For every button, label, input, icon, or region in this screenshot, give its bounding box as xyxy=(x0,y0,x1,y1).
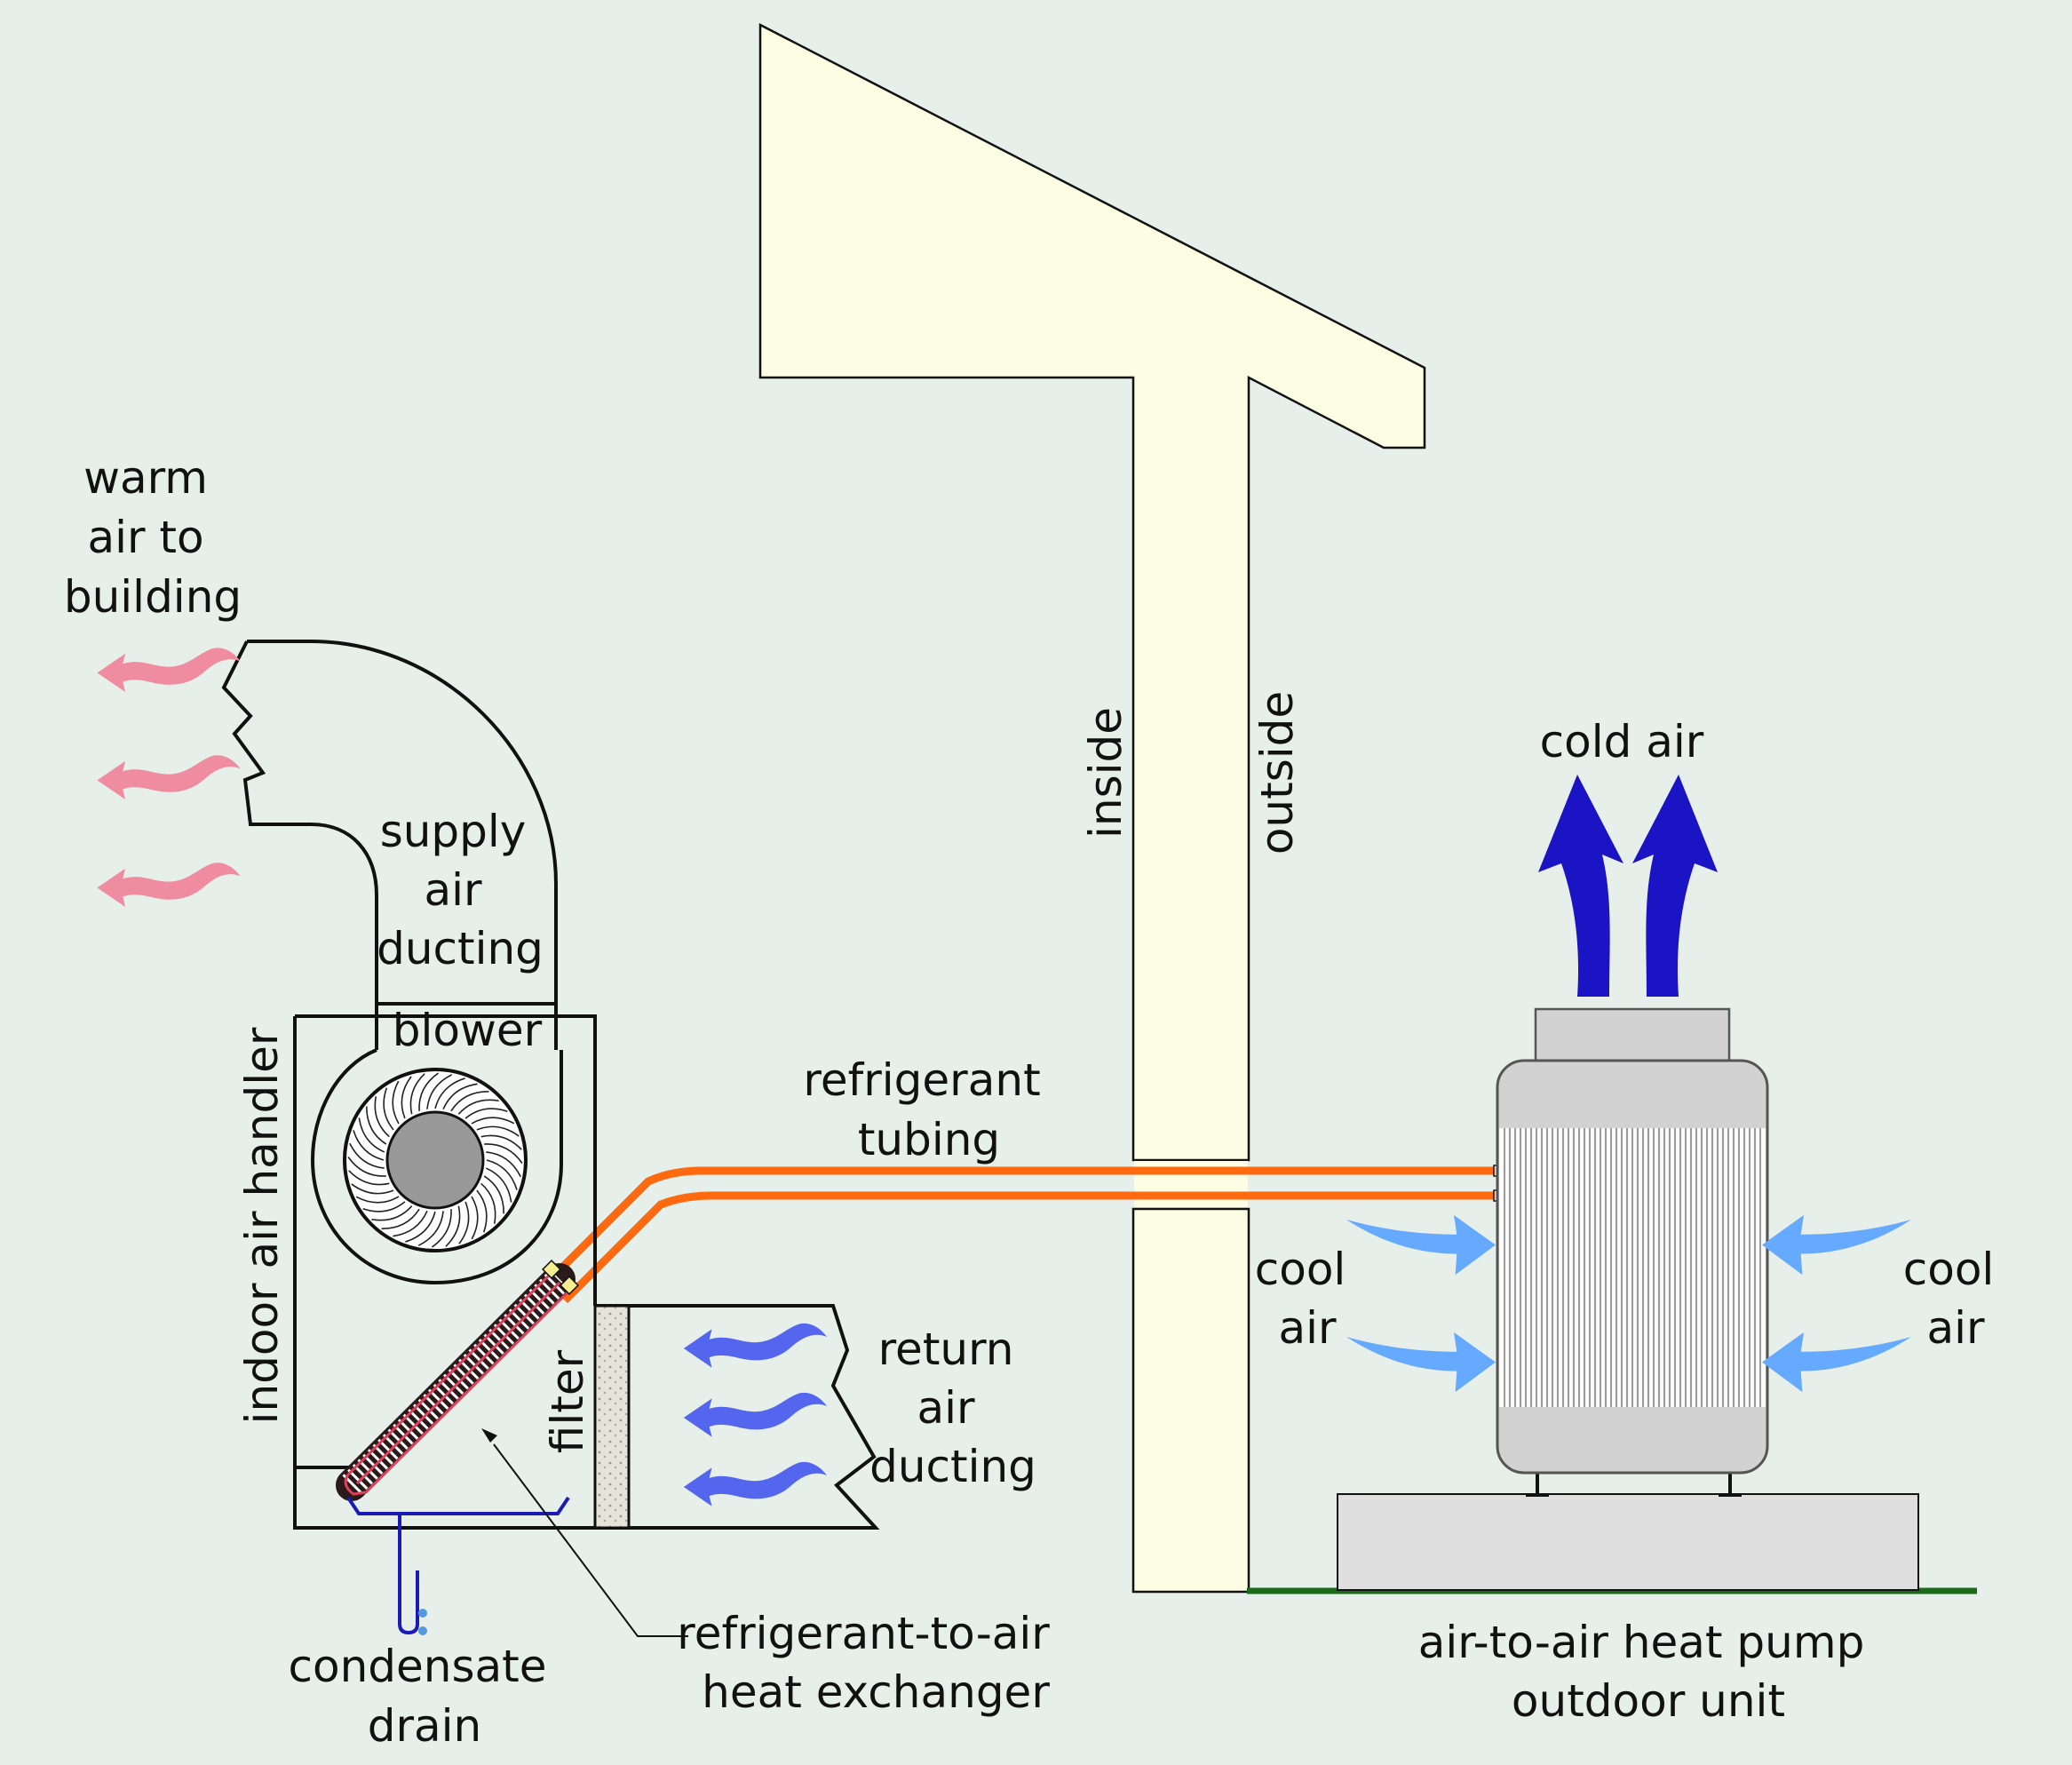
blower-blade xyxy=(393,1210,428,1237)
blower-blade xyxy=(486,1159,518,1190)
blower-blade xyxy=(464,1108,508,1119)
blower-blade xyxy=(405,1211,436,1243)
blower-blade xyxy=(348,1170,390,1186)
fan-top xyxy=(1534,1007,1731,1062)
warm-air-arrow-icon xyxy=(97,755,241,799)
filter-label: filter xyxy=(542,1349,593,1453)
cool-air-arrow-icon xyxy=(1346,1332,1496,1393)
blower-blade xyxy=(485,1167,512,1203)
outside-label: outside xyxy=(1251,691,1303,855)
blower-blade xyxy=(432,1209,452,1248)
supply-duct-label: supply air ducting xyxy=(377,806,544,974)
blower-blade xyxy=(371,1205,413,1221)
outdoor-unit xyxy=(1337,1007,1919,1591)
blower-label: blower xyxy=(393,1005,543,1056)
indoor-air-handler xyxy=(221,640,880,1637)
blower-blade xyxy=(476,1189,488,1233)
blower-hub xyxy=(385,1110,485,1210)
blower-housing xyxy=(310,1048,563,1285)
pointer-arrowhead xyxy=(481,1428,497,1443)
blower-blade xyxy=(471,1196,479,1240)
inside-label: inside xyxy=(1080,707,1131,839)
air-handler-cabinet xyxy=(293,1014,880,1530)
blower-blade xyxy=(383,1087,394,1131)
blower-blade xyxy=(366,1106,387,1145)
blower-blade xyxy=(358,1117,385,1153)
cool-air-right-label: cool air xyxy=(1903,1244,2008,1354)
blower-blade xyxy=(347,1157,386,1177)
blower-blade xyxy=(457,1099,499,1115)
blower-blade xyxy=(351,1183,394,1195)
heat-exchanger-pointer xyxy=(493,1443,688,1637)
blower-blade xyxy=(381,1208,420,1229)
refrigerant-tube-lower xyxy=(561,1191,1499,1304)
blower-blade xyxy=(417,1211,444,1246)
refrigerant-tube-upper xyxy=(540,1166,1499,1290)
condensate-drain-label: condensate drain xyxy=(289,1641,561,1752)
blower-blade xyxy=(476,1125,520,1137)
return-air-arrow-icon xyxy=(683,1392,828,1437)
coil-fins xyxy=(1504,1128,1761,1407)
blower-blade xyxy=(442,1083,478,1110)
blower-blade xyxy=(480,1134,522,1150)
wall-lower xyxy=(1131,1207,1250,1594)
building-section: inside outside xyxy=(758,22,1426,1594)
blower-blade xyxy=(458,1201,470,1244)
heat-exchanger-label: refrigerant-to-air heat exchanger xyxy=(677,1608,1063,1718)
condensate-drain-pan xyxy=(346,1496,570,1515)
refrigerant-tubing-label: refrigerant tubing xyxy=(803,1054,1054,1165)
warm-air-arrows xyxy=(97,648,241,907)
blower-blade xyxy=(409,1073,425,1115)
blower-blade xyxy=(486,1151,521,1178)
labels: warm air to building supply air ducting … xyxy=(64,452,2008,1752)
cool-air-arrow-icon xyxy=(1762,1332,1911,1393)
cool-air-arrow-icon xyxy=(1762,1214,1911,1276)
blower-blade xyxy=(445,1205,461,1247)
cool-air-left-label: cool air xyxy=(1255,1244,1360,1354)
blower-blade xyxy=(471,1117,515,1125)
return-air-arrow-icon xyxy=(683,1461,828,1507)
blower-blade xyxy=(418,1072,439,1111)
blower-blade xyxy=(480,1182,496,1224)
air-filter xyxy=(593,1304,631,1530)
cold-air-label: cold air xyxy=(1540,716,1704,767)
blower-blade xyxy=(426,1074,453,1109)
blower-blade xyxy=(483,1175,504,1214)
cool-air-arrow-icon xyxy=(1346,1214,1496,1276)
blower-blade xyxy=(401,1076,412,1119)
return-duct-label: return air ducting xyxy=(869,1324,1036,1492)
condensate-drain-pipe xyxy=(398,1515,419,1635)
cold-air-arrows xyxy=(1538,775,1718,997)
blower-blade xyxy=(374,1096,390,1138)
supply-air-duct xyxy=(221,640,558,1018)
return-air-arrows xyxy=(683,1323,828,1507)
concrete-pad xyxy=(1337,1493,1919,1591)
refrigerant-to-air-heat-exchanger xyxy=(336,1260,579,1501)
blower-blade xyxy=(355,1196,400,1204)
blower-blade xyxy=(450,1091,489,1112)
cold-air-arrow-icon xyxy=(1538,775,1623,997)
warm-air-label: warm air to building xyxy=(64,452,242,623)
blower-blade xyxy=(484,1143,523,1164)
water-drop xyxy=(418,1609,427,1618)
cold-air-arrow-icon xyxy=(1632,775,1718,997)
blower-blade xyxy=(392,1080,400,1125)
water-drop xyxy=(418,1626,427,1635)
roof-and-wall-upper xyxy=(758,22,1426,1162)
blower-blade xyxy=(362,1201,406,1212)
blower-blade xyxy=(353,1130,385,1161)
blower-blade xyxy=(349,1142,385,1169)
outdoor-unit-label: air-to-air heat pump outdoor unit xyxy=(1418,1617,1878,1727)
blower-blade xyxy=(434,1077,465,1109)
blower-blades xyxy=(347,1072,523,1248)
return-air-arrow-icon xyxy=(683,1323,828,1368)
warm-air-arrow-icon xyxy=(97,863,241,907)
warm-air-arrow-icon xyxy=(97,648,241,693)
indoor-air-handler-label: indoor air handler xyxy=(236,1027,288,1424)
